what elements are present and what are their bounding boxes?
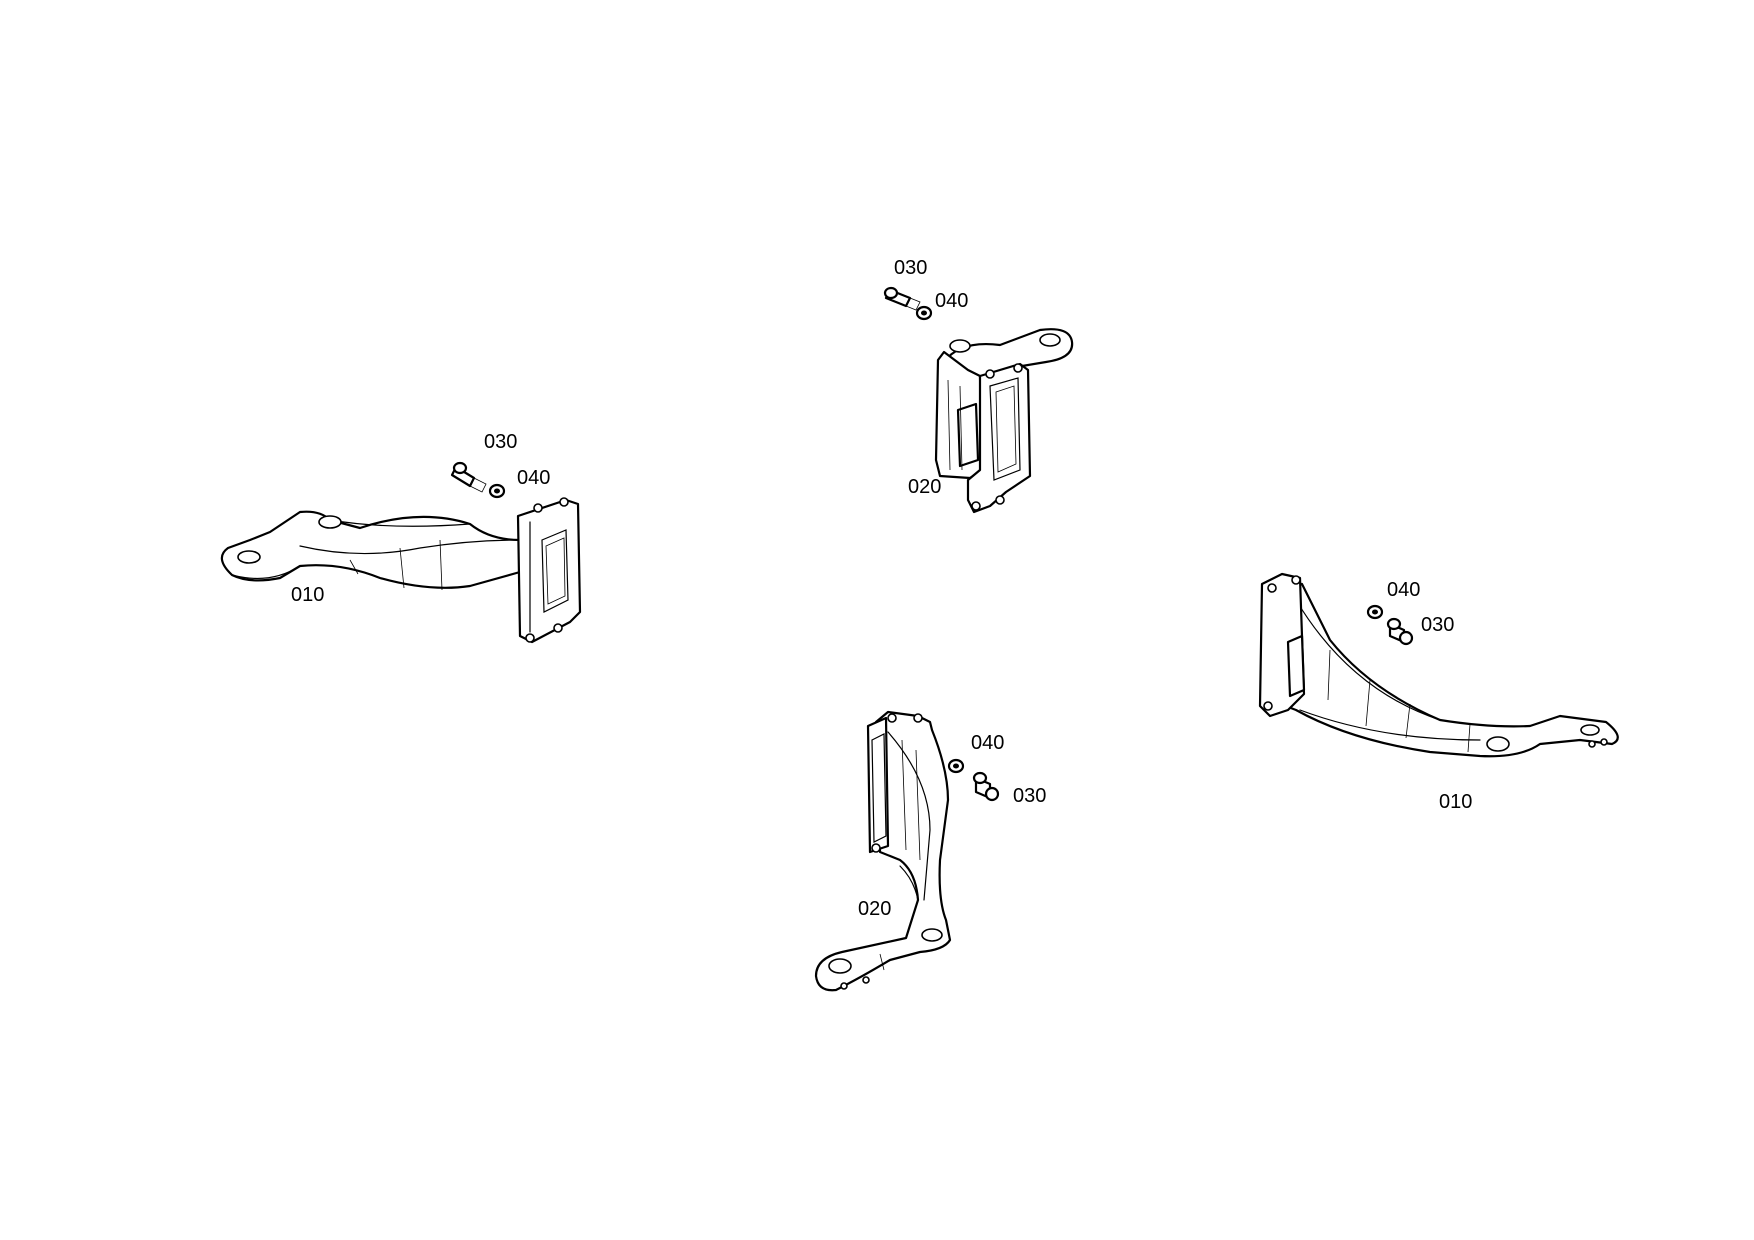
bolt-030-bottom [972,771,1000,802]
callout-label: 030 [1421,614,1454,636]
callout-label: 030 [1013,785,1046,807]
callout-label: 040 [1387,579,1420,601]
bolt-030-right [1386,617,1414,646]
callout-label: 030 [894,257,927,279]
washer-040-right [1366,604,1384,620]
bracket-010-left [220,497,582,644]
washer-040-bottom [947,758,965,774]
bracket-020-top [934,328,1074,514]
callout-label: 040 [971,732,1004,754]
callout-label: 010 [291,584,324,606]
washer-040-top [915,305,933,321]
callout-label: 020 [858,898,891,920]
bracket-020-bottom [814,710,952,992]
bolt-030-left [450,461,487,493]
callout-label: 030 [484,431,517,453]
bolt-030-top [883,286,921,311]
callout-label: 020 [908,476,941,498]
callout-label: 040 [935,290,968,312]
callout-label: 040 [517,467,550,489]
callout-label: 010 [1439,791,1472,813]
bracket-010-right [1258,572,1619,758]
washer-040-left [488,483,506,499]
